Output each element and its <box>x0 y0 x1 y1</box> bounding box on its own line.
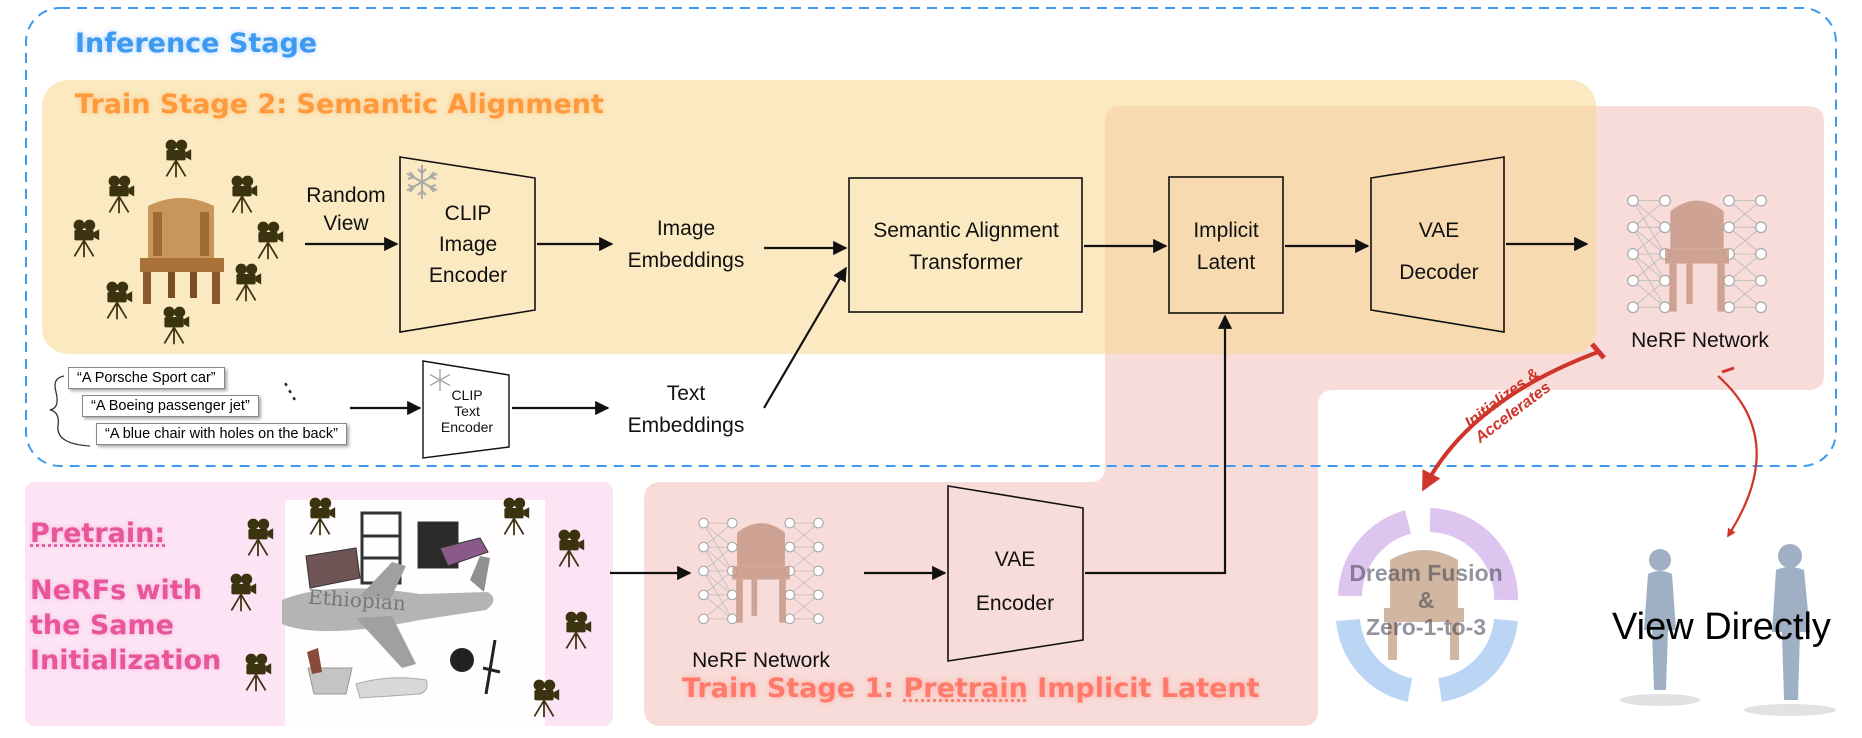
pretrain-collage <box>282 500 545 728</box>
inference-stage-title: Inference Stage <box>75 28 318 59</box>
prompt-1: “A Porsche Sport car” <box>68 367 225 389</box>
semantic-alignment-transformer-shape <box>848 177 1083 313</box>
implicit-latent-shape <box>1168 176 1284 314</box>
pretrain-desc-line-1: NeRFs with <box>30 575 202 606</box>
snowflake-icon <box>406 165 438 199</box>
clip-image-encoder-shape <box>399 156 536 333</box>
dream-fusion-ring-icon <box>1336 508 1519 702</box>
inference-region <box>25 7 1837 467</box>
train-stage1-suffix: Implicit Latent <box>1027 673 1260 704</box>
view-directly-label: View Directly <box>1612 606 1831 648</box>
vae-encoder-shape <box>947 485 1084 662</box>
pretrain-title: Pretrain: NeRFs with the Same Initializa… <box>30 516 221 678</box>
clip-text-encoder-shape <box>422 360 510 459</box>
pretrain-desc-line-3: Initialization <box>30 645 222 676</box>
prompt-brace <box>49 375 91 447</box>
train-stage1-prefix: Train Stage 1: <box>682 673 904 704</box>
stage2-region <box>42 80 1596 354</box>
nerf-network-top-label: NeRF Network <box>1631 329 1769 352</box>
dream-fusion-label: Dream Fusion&Zero-1-to-3 <box>1349 560 1503 640</box>
train-stage1-title: Train Stage 1: Pretrain Implicit Latent <box>682 673 1260 704</box>
prompt-3: “A blue chair with holes on the back” <box>96 423 347 445</box>
red-arrows <box>1422 342 1758 538</box>
pretrain-heading: Pretrain: <box>30 518 166 549</box>
pretrain-desc-line-2: the Same <box>30 610 174 641</box>
chair-illustration <box>140 198 224 304</box>
people-icon <box>1620 544 1836 716</box>
train-stage1-pretrain: Pretrain <box>903 673 1028 704</box>
prompt-2: “A Boeing passenger jet” <box>82 395 259 417</box>
snowflake-small-icon <box>429 369 451 391</box>
flow-arrows <box>305 236 1589 581</box>
nerf-network-bottom-label: NeRF Network <box>692 649 830 672</box>
vae-decoder-shape <box>1370 156 1505 333</box>
train-stage2-title: Train Stage 2: Semantic Alignment <box>75 89 604 120</box>
